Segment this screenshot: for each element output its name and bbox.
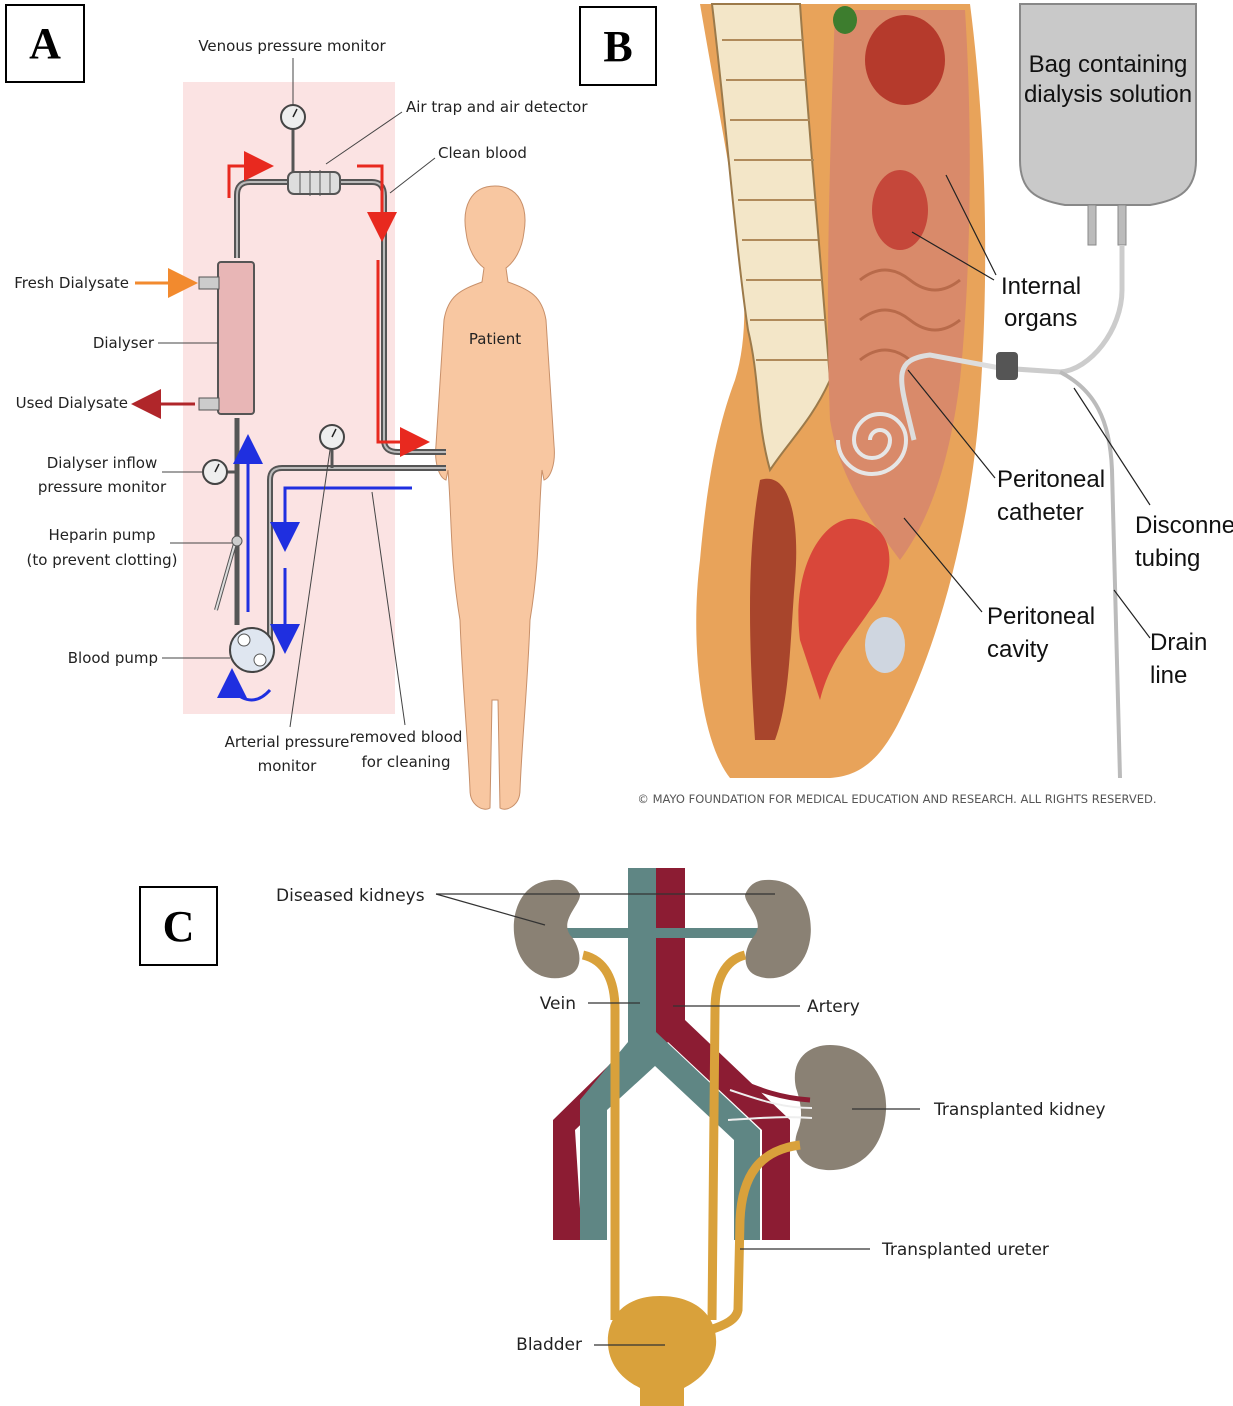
panel-b-peritoneal-dialysis: Bag containing dialysis solution Interna… (637, 4, 1233, 806)
copyright-notice: © MAYO FOUNDATION FOR MEDICAL EDUCATION … (637, 792, 1156, 806)
bladder (608, 1296, 716, 1406)
used-dialysate-label: Used Dialysate (16, 394, 128, 412)
transplanted-kidney-label: Transplanted kidney (933, 1100, 1106, 1120)
patient-silhouette (436, 186, 555, 809)
bag-label-2: dialysis solution (1024, 81, 1192, 108)
dialysate-inlet-port (199, 277, 219, 289)
patient-label: Patient (469, 330, 521, 348)
catheter-label-2: catheter (997, 499, 1084, 526)
catheter-label-1: Peritoneal (997, 466, 1105, 493)
liver-organ (865, 15, 945, 105)
panel-c-kidney-transplant: Diseased kidneys Vein Artery Transplante… (276, 868, 1106, 1406)
kidney-organ (872, 170, 928, 250)
bladder-label: Bladder (516, 1335, 582, 1355)
catheter-connector (996, 352, 1018, 380)
blood-pump (230, 628, 274, 672)
inflow-monitor-label-1: Dialyser inflow (47, 454, 158, 472)
arterial-monitor-label-1: Arterial pressure (225, 733, 350, 751)
drain-line (1060, 372, 1120, 778)
bag-port-2 (1118, 205, 1126, 245)
blood-pump-label: Blood pump (68, 649, 158, 667)
bladder-organ (865, 617, 905, 673)
drain-label-2: line (1150, 662, 1187, 689)
gallbladder (833, 6, 857, 34)
internal-organs-label-2: organs (1004, 305, 1077, 332)
dialyser-cylinder (218, 262, 254, 414)
panel-a-hemodialysis: Venous pressure monitor Air trap and air… (14, 37, 588, 809)
venous-monitor-label: Venous pressure monitor (198, 37, 386, 55)
air-trap (288, 170, 340, 196)
heparin-label-2: (to prevent clotting) (27, 551, 178, 569)
dialysate-outlet-port (199, 398, 219, 410)
air-trap-label: Air trap and air detector (406, 98, 588, 116)
heparin-label-1: Heparin pump (49, 526, 156, 544)
transplanted-ureter-label: Transplanted ureter (881, 1240, 1049, 1260)
cavity-label-1: Peritoneal (987, 603, 1095, 630)
clean-blood-label: Clean blood (438, 144, 527, 162)
cavity-label-2: cavity (987, 636, 1048, 663)
bag-label-1: Bag containing (1029, 51, 1188, 78)
diseased-kidneys-label: Diseased kidneys (276, 886, 425, 906)
disconnect-label-2: tubing (1135, 545, 1200, 572)
disconnect-label-1: Disconnect (1135, 512, 1233, 539)
arterial-monitor-label-2: monitor (258, 757, 318, 775)
fresh-dialysate-label: Fresh Dialysate (14, 274, 129, 292)
removed-blood-label-1: removed blood (350, 728, 463, 746)
bag-port-1 (1088, 205, 1096, 245)
removed-blood-label-2: for cleaning (362, 753, 451, 771)
inflow-monitor-label-2: pressure monitor (38, 478, 167, 496)
internal-organs-label-1: Internal (1001, 273, 1081, 300)
vein-label: Vein (540, 994, 576, 1014)
renal-vein (560, 928, 760, 938)
drain-label-1: Drain (1150, 629, 1207, 656)
dialyser-label: Dialyser (93, 334, 155, 352)
artery-label: Artery (807, 997, 860, 1017)
